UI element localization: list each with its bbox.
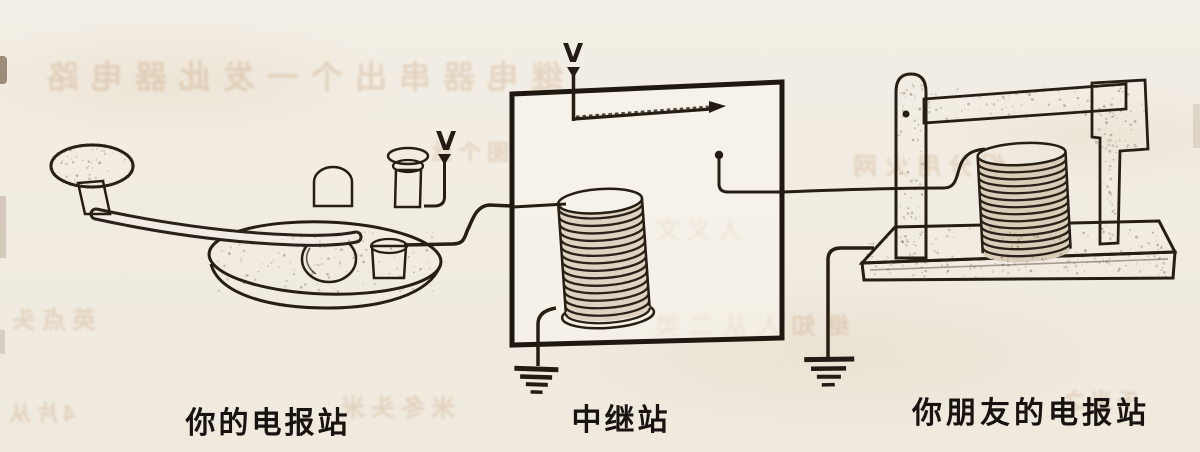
relay-antenna-v-label: V <box>563 39 583 69</box>
scan-edge-mark <box>1193 104 1200 148</box>
relay-coil <box>556 187 656 330</box>
sounder-ground-wire <box>826 246 874 357</box>
key-knob-stem <box>76 179 112 216</box>
key-binding-post <box>393 168 423 209</box>
relay-to-sounder-wire <box>781 147 986 194</box>
key-pivot <box>312 165 354 208</box>
relay-coil-top <box>556 187 644 215</box>
key-base-rim <box>209 263 442 310</box>
scan-edge-mark <box>0 330 5 354</box>
sounder-arm <box>922 82 1128 125</box>
sounder-bracket <box>1090 78 1150 246</box>
caption-your-station: 你的电报站 <box>185 407 351 440</box>
sounder-base-front <box>860 250 1177 282</box>
ground-symbol-relay <box>514 365 559 394</box>
key-antenna-wire <box>424 162 446 208</box>
relay-contact-wire <box>717 158 782 194</box>
sounder-coil-windings <box>976 158 1072 258</box>
relay-armature <box>573 107 712 121</box>
ground-symbol-sounder <box>804 356 855 387</box>
caption-friends-station: 你朋友的电报站 <box>911 397 1150 430</box>
key-base-post <box>370 244 408 280</box>
sounder-coil-top <box>976 141 1067 167</box>
relay-coil-windings <box>557 203 651 325</box>
key-wiring: V <box>403 127 514 247</box>
key-antenna-v-label: V <box>436 127 456 157</box>
relay-ground-wire <box>536 306 557 366</box>
scan-edge-mark <box>0 56 7 84</box>
key-to-relay-wire <box>403 203 514 247</box>
scan-edge-mark <box>0 196 6 258</box>
telegraph-sounder <box>826 72 1178 357</box>
relay-station: V <box>509 39 785 366</box>
sounder-coil <box>976 141 1072 263</box>
relay-contact-dot <box>714 150 724 160</box>
telegraph-key <box>49 143 443 310</box>
stipple-texture <box>58 83 1167 293</box>
key-base <box>207 220 443 296</box>
sounder-post-hole <box>902 110 910 118</box>
sounder-post <box>894 72 928 260</box>
relay-antenna-arrowhead <box>567 67 580 78</box>
key-antenna-arrowhead <box>438 154 451 165</box>
relay-armature-texture <box>575 105 710 118</box>
relay-armature-arrowhead <box>709 101 726 113</box>
caption-relay-station: 中继站 <box>572 404 671 437</box>
